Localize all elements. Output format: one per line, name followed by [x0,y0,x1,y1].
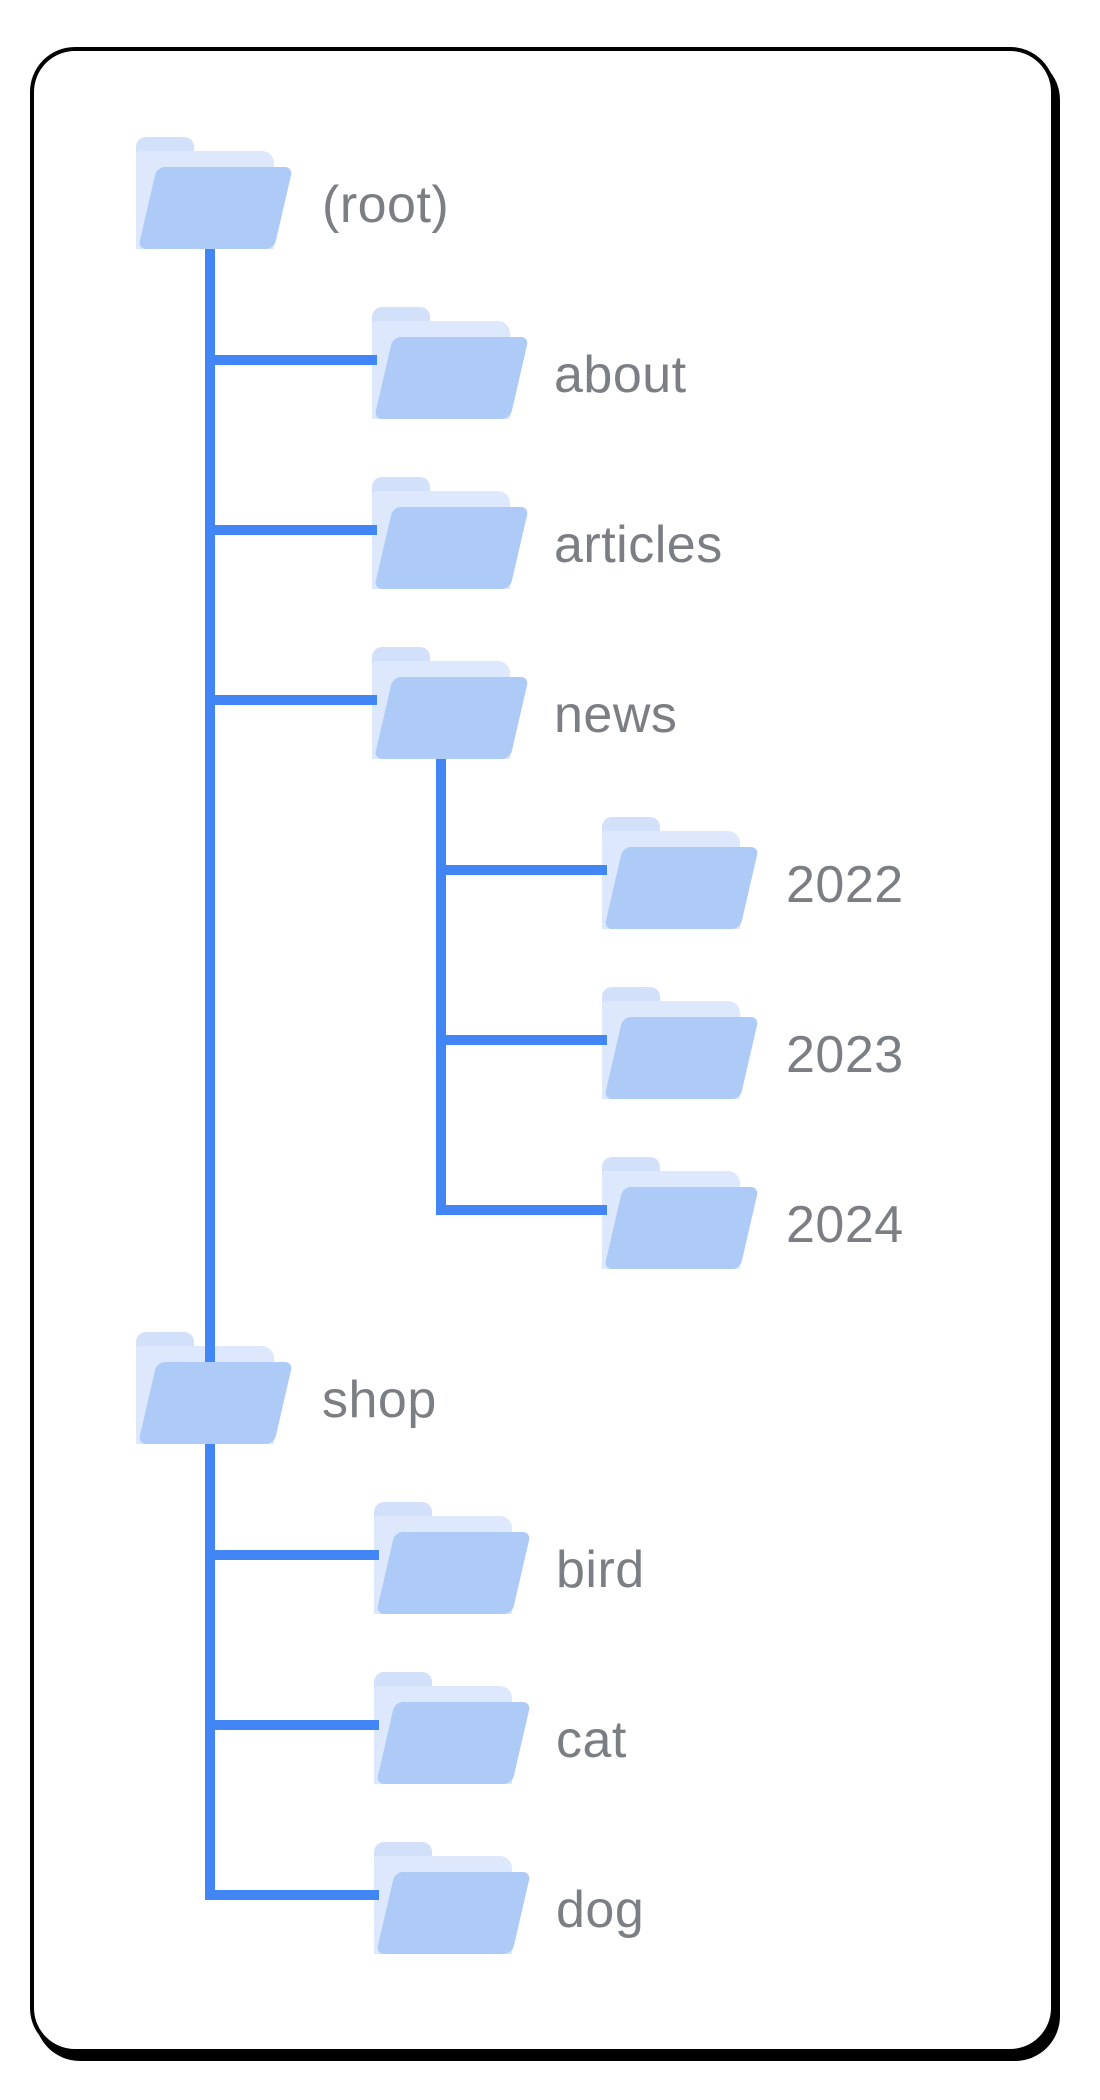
connector-branch-dog [205,1890,379,1900]
tree-node-label-about: about [554,346,687,404]
connector-branch-2023 [436,1035,607,1045]
folder-front [138,167,293,249]
folder-icon-dog [374,1842,531,1954]
folder-icon-articles [372,477,529,589]
folder-icon-2022 [602,817,759,929]
tree-node-label-bird: bird [556,1541,645,1599]
folder-front [604,1017,759,1099]
connector-branch-news [205,695,377,705]
folder-front [376,1532,531,1614]
folder-front [604,847,759,929]
folder-icon-cat [374,1672,531,1784]
folder-front [138,1362,293,1444]
folder-front [374,507,529,589]
tree-node-label-2023: 2023 [786,1026,904,1084]
tree-node-label-articles: articles [554,516,723,574]
folder-icon-2024 [602,1157,759,1269]
connector-branch-2022 [436,865,607,875]
folder-front [604,1187,759,1269]
folder-icon-about [372,307,529,419]
tree-node-label-news: news [554,686,678,744]
connector-branch-about [205,355,377,365]
diagram-card [30,47,1055,2053]
tree-node-label-dog: dog [556,1881,645,1939]
connector-trunk-root [205,236,215,1900]
folder-icon-bird [374,1502,531,1614]
folder-icon-shop [136,1332,293,1444]
folder-front [374,677,529,759]
folder-icon-2023 [602,987,759,1099]
folder-icon-root [136,137,293,249]
connector-trunk-news [436,748,446,1215]
connector-branch-bird [205,1550,379,1560]
tree-node-label-root: (root) [322,176,450,234]
folder-front [374,337,529,419]
folder-front [376,1872,531,1954]
tree-node-label-shop: shop [322,1371,437,1429]
tree-node-label-2022: 2022 [786,856,904,914]
connector-branch-2024 [436,1205,607,1215]
folder-front [376,1702,531,1784]
connector-branch-articles [205,525,377,535]
connector-branch-cat [205,1720,379,1730]
tree-node-label-cat: cat [556,1711,627,1769]
tree-node-label-2024: 2024 [786,1196,904,1254]
folder-icon-news [372,647,529,759]
